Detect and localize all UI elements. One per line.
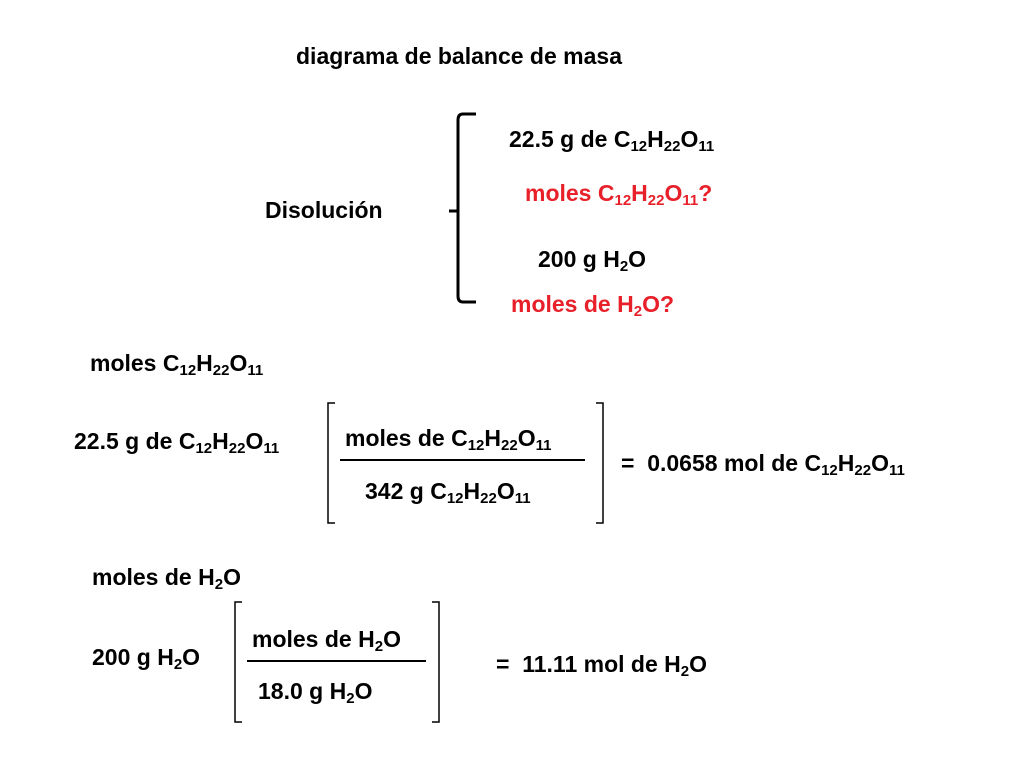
sucrose-heading: moles C12H22O11 xyxy=(90,350,264,379)
sucrose-left-bracket xyxy=(327,402,335,524)
water-result: = 11.11 mol de H2O xyxy=(496,651,707,680)
water-left-bracket xyxy=(234,601,242,723)
solute-mass: 22.5 g de C12H22O11 xyxy=(509,126,715,155)
sucrose-given: 22.5 g de C12H22O11 xyxy=(74,428,280,457)
water-right-bracket xyxy=(432,601,440,723)
water-given: 200 g H2O xyxy=(92,644,201,673)
solute-moles-question: moles C12H22O11? xyxy=(525,180,713,209)
disolucion-bracket xyxy=(456,112,476,304)
water-heading: moles de H2O xyxy=(92,564,241,593)
sucrose-numerator: moles de C12H22O11 xyxy=(345,425,552,454)
sucrose-right-bracket xyxy=(596,402,604,524)
sucrose-denominator: 342 g C12H22O11 xyxy=(365,478,531,507)
water-denominator: 18.0 g H2O xyxy=(258,678,373,707)
water-numerator: moles de H2O xyxy=(252,626,401,655)
water-mass: 200 g H2O xyxy=(538,246,647,275)
slide-title: diagrama de balance de masa xyxy=(296,43,622,69)
disolucion-label: Disolución xyxy=(265,197,383,223)
water-moles-question: moles de H2O? xyxy=(511,291,675,320)
sucrose-result: = 0.0658 mol de C12H22O11 xyxy=(621,450,905,479)
